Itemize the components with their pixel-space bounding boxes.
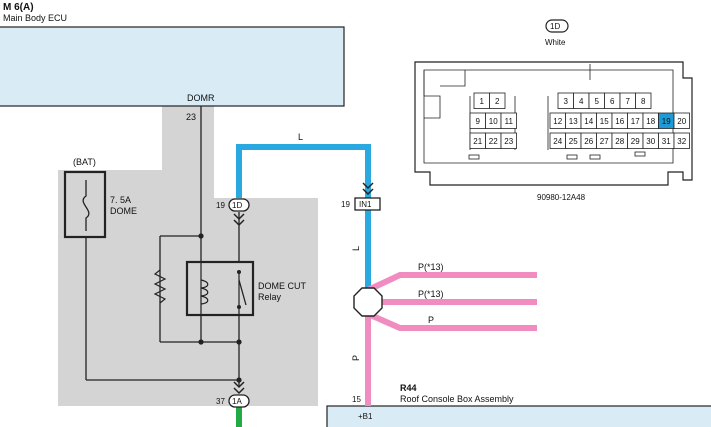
svg-text:1A: 1A xyxy=(232,397,242,406)
connector-pin-label-19: 19 xyxy=(662,117,671,126)
roof-console-box xyxy=(326,405,711,427)
connector-1a: 1A xyxy=(228,381,250,408)
connector-part-number: 90980-12A48 xyxy=(537,193,586,202)
connector-pin-label-24: 24 xyxy=(553,137,562,146)
connector-pin-label-5: 5 xyxy=(595,97,600,106)
relay-coil-icon xyxy=(200,279,209,305)
connector-pin-label-12: 12 xyxy=(553,117,562,126)
connector-pin-label-22: 22 xyxy=(489,137,498,146)
connector-pin-label-11: 11 xyxy=(505,117,514,126)
wire-p3-label: P xyxy=(428,315,434,325)
connector-pin-label-29: 29 xyxy=(631,137,640,146)
connector-pin-label-32: 32 xyxy=(677,137,686,146)
connector-pin-label-15: 15 xyxy=(600,117,609,126)
wire-p1-label: P(*13) xyxy=(418,262,444,272)
connector-pin-label-16: 16 xyxy=(615,117,624,126)
connector-in1: IN1 xyxy=(354,182,381,211)
resistor-symbol xyxy=(153,269,167,304)
wire-l xyxy=(236,144,371,290)
fuse-name: DOME xyxy=(110,206,137,216)
junction-dots xyxy=(198,233,242,383)
wire-p-group xyxy=(365,272,537,406)
connector-pin-label-9: 9 xyxy=(476,117,481,126)
splice-point xyxy=(353,287,383,317)
connector-pin-label-26: 26 xyxy=(584,137,593,146)
connector-pin-label-25: 25 xyxy=(569,137,578,146)
relay-contact-icon xyxy=(238,279,247,306)
connector-1d: 1D xyxy=(228,198,250,227)
connector-pin-11 xyxy=(500,112,517,129)
connector-pin-label-30: 30 xyxy=(646,137,655,146)
wire-l-top-label: L xyxy=(298,132,303,142)
connector-pin-label-27: 27 xyxy=(600,137,609,146)
connector-view-color: White xyxy=(545,38,566,47)
ecu-terminal: DOMR xyxy=(187,93,215,103)
ecu-code: M 6(A) xyxy=(3,2,34,13)
connector-1d-pin: 19 xyxy=(216,201,225,210)
relay-type: Relay xyxy=(258,292,282,302)
connector-pin-label-20: 20 xyxy=(677,117,686,126)
connector-pin-label-1: 1 xyxy=(480,97,485,106)
relay-name: DOME CUT xyxy=(258,281,306,291)
fuse-rating: 7. 5A xyxy=(110,195,131,205)
roof-pin: 15 xyxy=(352,395,361,404)
relay-box xyxy=(185,260,255,317)
wire-p-vert-label: P xyxy=(351,355,361,361)
connector-1a-pin: 37 xyxy=(216,397,225,406)
svg-text:IN1: IN1 xyxy=(359,200,372,209)
wire-p2-label: P(*13) xyxy=(418,289,444,299)
connector-pin-label-10: 10 xyxy=(489,117,498,126)
shaded-area xyxy=(58,106,318,406)
connector-pin-label-14: 14 xyxy=(584,117,593,126)
connector-pin-label-7: 7 xyxy=(626,97,631,106)
connector-pin-label-13: 13 xyxy=(569,117,578,126)
roof-name: Roof Console Box Assembly xyxy=(400,394,514,404)
connector-pin-label-17: 17 xyxy=(631,117,640,126)
connector-pin-label-23: 23 xyxy=(504,137,513,146)
wire-l-vert-label: L xyxy=(351,246,361,251)
connector-pin-label-31: 31 xyxy=(662,137,671,146)
connector-pin-label-3: 3 xyxy=(564,97,569,106)
connector-pin-2 xyxy=(489,92,506,109)
connector-pin-8 xyxy=(635,92,652,109)
svg-text:1D: 1D xyxy=(232,201,242,210)
connector-pin-label-6: 6 xyxy=(610,97,615,106)
connector-pin-20 xyxy=(673,112,690,129)
fuse-source: (BAT) xyxy=(73,157,96,167)
connector-pin-label-21: 21 xyxy=(473,137,482,146)
connector-pin-32 xyxy=(673,132,690,149)
connector-pin-23 xyxy=(500,132,517,149)
connector-view-code: 1D xyxy=(550,22,560,31)
connector-pin-label-28: 28 xyxy=(615,137,624,146)
connector-pin-label-4: 4 xyxy=(579,97,584,106)
ecu-pin: 23 xyxy=(186,112,196,122)
roof-code: R44 xyxy=(400,383,417,393)
connector-in1-pin: 19 xyxy=(341,200,350,209)
ecu-name: Main Body ECU xyxy=(3,13,67,23)
connector-pin-label-8: 8 xyxy=(641,97,646,106)
main-body-ecu-box xyxy=(0,26,345,107)
roof-terminal: +B1 xyxy=(358,412,373,421)
fuse-icon xyxy=(82,180,90,231)
connector-pin-label-2: 2 xyxy=(495,97,500,106)
connector-pin-label-18: 18 xyxy=(646,117,655,126)
